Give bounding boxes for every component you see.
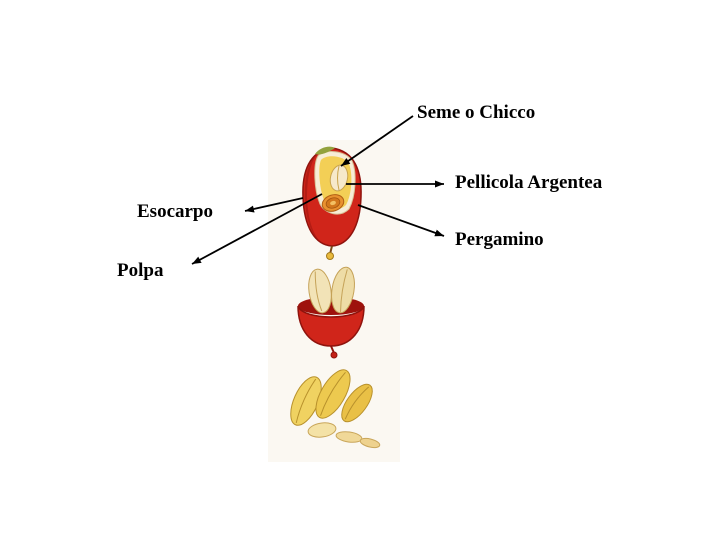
half-bean-right-crease [340, 269, 348, 312]
upper-bean-crease [337, 165, 340, 191]
loose-bean-3-crease [344, 386, 370, 420]
label-esocarpo: Esocarpo [137, 201, 213, 222]
parchment-beans-illustration [290, 369, 381, 449]
arrow-polpa [191, 193, 323, 265]
seed-center [330, 200, 336, 206]
stem-tip [326, 252, 334, 260]
label-polpa: Polpa [117, 260, 164, 281]
arrow-seme-o-chicco [340, 115, 414, 167]
label-pellicola-argentea: Pellicola Argentea [455, 172, 603, 193]
arrow-esocarpo [244, 197, 304, 213]
husk-piece-3 [359, 437, 381, 449]
loose-bean-1-crease [295, 378, 317, 424]
half-cherry-illustration [297, 266, 365, 359]
bowl-front [297, 305, 365, 347]
half-bean-left [308, 268, 332, 314]
bowl-stem-tip [330, 351, 338, 359]
loose-bean-3 [341, 383, 373, 423]
callout-arrows [191, 115, 445, 265]
label-pergamino: Pergamino [455, 229, 544, 250]
whole-cherry-illustration [302, 146, 362, 260]
label-seme-o-chicco: Seme o Chicco [417, 102, 536, 123]
half-bean-left-crease [314, 271, 323, 312]
husk-piece-1 [307, 422, 337, 438]
loose-bean-2-crease [320, 372, 346, 416]
arrow-pergamino [357, 204, 445, 237]
cherry-shading [304, 153, 323, 244]
leaf-sliver [315, 146, 335, 155]
